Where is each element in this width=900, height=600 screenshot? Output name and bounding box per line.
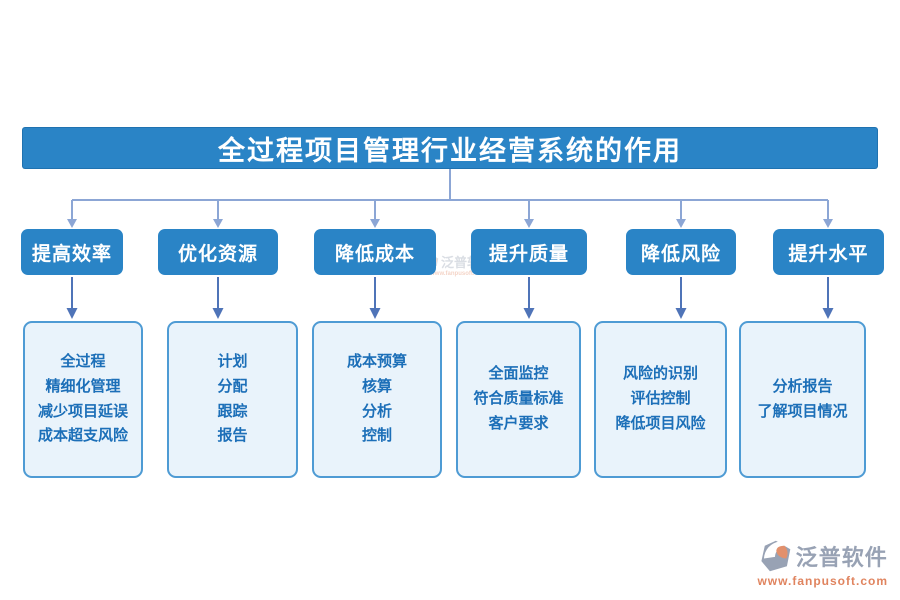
brand-logo: 泛普软件 www.fanpusoft.com [757,539,888,588]
watermark-url: www.fanpusoft.com [430,271,487,277]
detail-box-improve-efficiency: 全过程 精细化管理 减少项目延误 成本超支风险 [23,321,143,478]
detail-box-reduce-cost: 成本预算 核算 分析 控制 [312,321,442,478]
detail-box-improve-quality: 全面监控 符合质量标准 客户要求 [456,321,581,478]
branch-box-improve-quality: 提升质量 [471,229,587,275]
fanpu-logo-icon [761,540,791,572]
detail-box-improve-level: 分析报告 了解项目情况 [739,321,866,478]
branch-box-reduce-cost: 降低成本 [314,229,436,275]
branch-box-improve-level: 提升水平 [773,229,884,275]
brand-logo-row: 泛普软件 [758,539,888,573]
detail-box-optimize-resources: 计划 分配 跟踪 报告 [167,321,298,478]
brand-url: www.fanpusoft.com [757,574,888,588]
branch-box-reduce-risk: 降低风险 [626,229,736,275]
page-title-text: 全过程项目管理行业经营系统的作用 [218,135,682,166]
branch-box-optimize-resources: 优化资源 [158,229,278,275]
branch-box-improve-efficiency: 提高效率 [21,229,123,275]
brand-name: 泛普软件 [795,545,888,570]
page-title: 全过程项目管理行业经营系统的作用 [22,127,878,169]
detail-box-reduce-risk: 风险的识别 评估控制 降低项目风险 [594,321,727,478]
